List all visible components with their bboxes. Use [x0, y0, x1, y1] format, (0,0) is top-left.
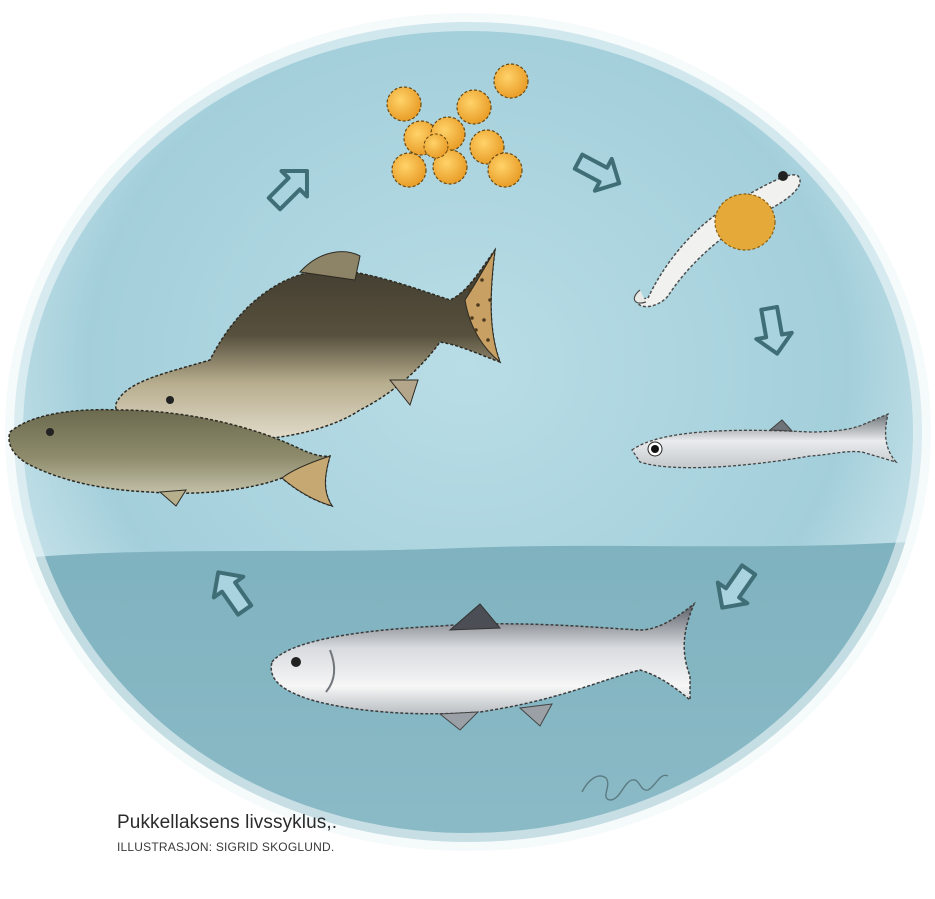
egg — [424, 134, 448, 158]
egg — [457, 90, 491, 124]
egg — [387, 87, 421, 121]
caption-credit: ILLUSTRASJON: SIGRID SKOGLUND. — [117, 840, 337, 854]
caption-title: Pukkellaksens livssyklus,. — [117, 812, 337, 834]
egg — [488, 153, 522, 187]
figure-caption: Pukkellaksens livssyklus,. ILLUSTRASJON:… — [117, 812, 337, 854]
egg — [494, 64, 528, 98]
egg — [392, 153, 426, 187]
